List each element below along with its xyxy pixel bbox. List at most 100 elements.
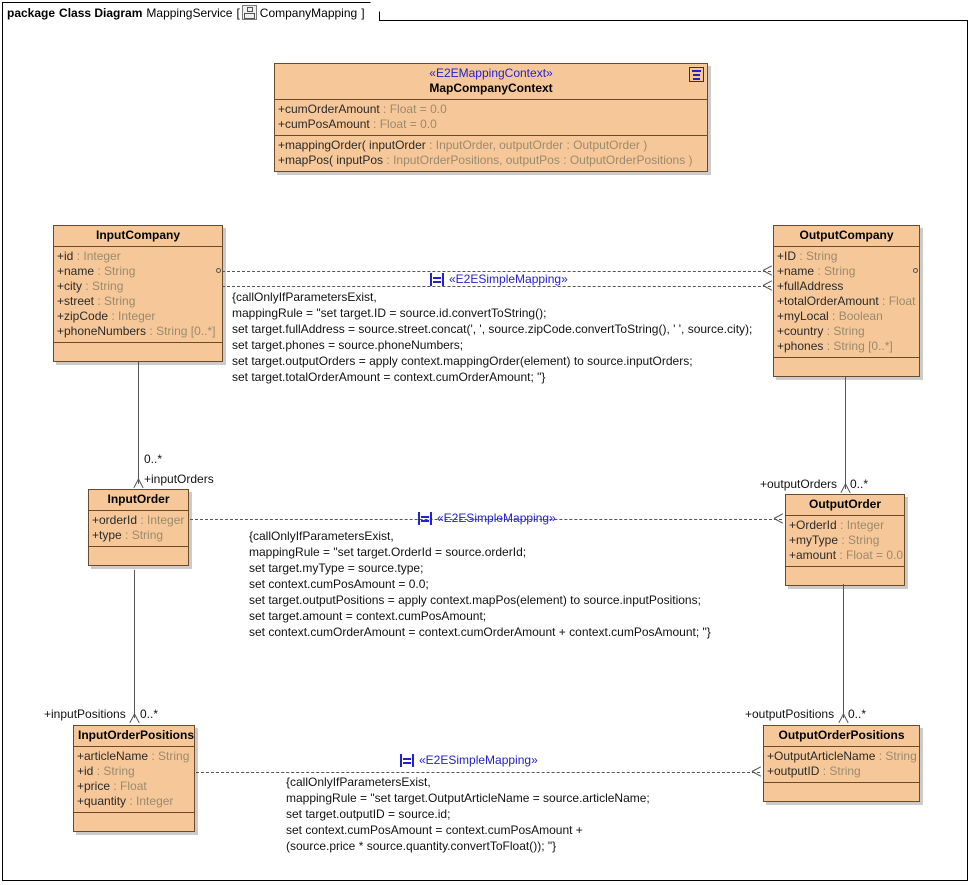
attribute-row: +ID : String [777, 249, 838, 263]
mapping-arrow-company-b [763, 280, 772, 291]
class-name-compartment: OutputOrderPositions [764, 726, 919, 747]
mapping-label-company[interactable]: «E2ESimpleMapping» [430, 272, 568, 286]
note-line: set target.totalOrderAmount = context.cu… [232, 370, 546, 384]
package-bracket-close: ] [361, 5, 365, 20]
assoc-mult-input-orders: 0..* [144, 452, 163, 466]
attribute-row: +OutputArticleName : String [767, 749, 917, 763]
attribute-row: +totalOrderAmount : Float [777, 294, 916, 308]
operation-row: +mappingOrder( inputOrder : InputOrder, … [278, 138, 648, 152]
note-line: mappingRule = "set target.OrderId = sour… [249, 545, 527, 559]
class-name-compartment: «E2EMappingContext» MapCompanyContext [275, 64, 707, 100]
package-header-tab: package Class Diagram MappingService [ C… [2, 2, 380, 21]
class-input-order-positions[interactable]: InputOrderPositions +articleName : Strin… [73, 725, 195, 832]
package-bracket-open: [ [236, 5, 240, 20]
package-name: MappingService [146, 5, 233, 20]
note-line: set context.cumPosAmount = 0.0; [249, 577, 429, 591]
note-line: set target.myType = source.type; [249, 561, 424, 575]
attribute-row: +quantity : Integer [77, 794, 174, 808]
class-name-compartment: OutputOrder [786, 495, 904, 516]
class-output-company[interactable]: OutputCompany +ID : String +name : Strin… [773, 225, 920, 377]
attribute-row: +phoneNumbers : String [0..*] [57, 324, 216, 338]
attribute-row: +type : String [92, 528, 164, 542]
assoc-line-output-positions [843, 584, 844, 718]
mapping-target-anchor [913, 268, 918, 273]
class-title: InputOrder [107, 492, 170, 506]
mapping-arrow-positions [752, 766, 761, 777]
note-line: set context.cumPosAmount = context.cumPo… [286, 823, 583, 837]
mapping-arrow-order [774, 513, 783, 524]
note-line: set target.phones = source.phoneNumbers; [232, 338, 464, 352]
package-qualifier: CompanyMapping [259, 5, 358, 20]
note-line: set target.amount = context.cumPosAmount… [249, 609, 487, 623]
assoc-line-output-orders [845, 377, 846, 489]
operations-compartment: +mappingOrder( inputOrder : InputOrder, … [275, 136, 707, 171]
note-line: {callOnlyIfParametersExist, [232, 290, 377, 304]
attribute-row: +name : String [777, 264, 856, 278]
assoc-role-input-positions: +inputPositions [44, 707, 126, 721]
attribute-row: +zipCode : Integer [57, 309, 156, 323]
class-output-order[interactable]: OutputOrder +OrderId : Integer +myType :… [785, 494, 905, 586]
note-line: set target.outputID = source.id; [286, 807, 451, 821]
attributes-compartment: +OutputArticleName : String +outputID : … [764, 747, 919, 783]
mapping-stereotype: «E2ESimpleMapping» [437, 511, 556, 525]
class-title: OutputOrder [809, 497, 881, 511]
mapping-label-positions[interactable]: «E2ESimpleMapping» [400, 753, 538, 767]
attribute-row: +fullAddress [777, 279, 844, 293]
attribute-row: +street : String [57, 294, 136, 308]
attribute-row: +amount : Float = 0.0 [789, 548, 904, 562]
attribute-row: +cumPosAmount : Float = 0.0 [278, 117, 437, 131]
note-line: set context.cumOrderAmount = context.cum… [249, 625, 711, 639]
mapping-icon [400, 753, 414, 767]
class-input-order[interactable]: InputOrder +orderId : Integer +type : St… [88, 489, 189, 566]
operations-compartment [764, 783, 919, 801]
class-input-company[interactable]: InputCompany +id : Integer +name : Strin… [53, 225, 223, 362]
assoc-role-output-positions: +outputPositions [745, 707, 835, 721]
attribute-row: +city : String [57, 279, 124, 293]
mapping-line-company-a [222, 271, 771, 272]
assoc-arrow-input-positions [129, 714, 140, 723]
assoc-line-input-positions [134, 570, 135, 718]
diagram-icon [241, 5, 257, 20]
attribute-row: +outputID : String [767, 764, 861, 778]
mapping-line-company-b [222, 286, 771, 287]
attribute-row: +country : String [777, 324, 865, 338]
note-line: mappingRule = "set target.ID = source.id… [232, 306, 547, 320]
attribute-row: +phones : String [0..*] [777, 339, 893, 353]
mapping-source-anchor [216, 268, 221, 273]
attribute-row: +id : String [77, 764, 135, 778]
note-line: (source.price * source.quantity.convertT… [286, 839, 557, 853]
attribute-row: +id : Integer [57, 249, 121, 263]
class-name-compartment: OutputCompany [774, 226, 919, 247]
class-stereotype: «E2EMappingContext» [429, 66, 553, 80]
attributes-compartment: +OrderId : Integer +myType : String +amo… [786, 516, 904, 567]
operations-compartment [54, 343, 222, 361]
note-line: mappingRule = "set target.OutputArticleN… [286, 791, 650, 805]
attribute-row: +articleName : String [77, 749, 190, 763]
class-map-company-context[interactable]: «E2EMappingContext» MapCompanyContext +c… [274, 63, 708, 172]
class-output-order-positions[interactable]: OutputOrderPositions +OutputArticleName … [763, 725, 920, 802]
note-line: set target.outputOrders = apply context.… [232, 354, 693, 368]
mapping-note-company: {callOnlyIfParametersExist, mappingRule … [232, 289, 752, 385]
operations-compartment [74, 813, 194, 831]
mapping-line-positions [196, 772, 760, 773]
attributes-compartment: +ID : String +name : String +fullAddress… [774, 247, 919, 358]
attributes-compartment: +orderId : Integer +type : String [89, 511, 188, 547]
assoc-mult-input-positions: 0..* [140, 707, 159, 721]
attributes-compartment: +cumOrderAmount : Float = 0.0 +cumPosAmo… [275, 100, 707, 136]
attribute-row: +myType : String [789, 533, 880, 547]
operation-row: +mapPos( inputPos : InputOrderPositions,… [278, 153, 693, 167]
package-kind: Class Diagram [59, 5, 143, 20]
mapping-label-order[interactable]: «E2ESimpleMapping» [418, 511, 556, 525]
assoc-mult-output-positions: 0..* [848, 707, 867, 721]
class-title: InputCompany [96, 228, 180, 242]
note-line: set target.fullAddress = source.street.c… [232, 322, 753, 336]
class-title: MapCompanyContext [429, 81, 553, 95]
mapping-stereotype: «E2ESimpleMapping» [419, 753, 538, 767]
attributes-compartment: +articleName : String +id : String +pric… [74, 747, 194, 813]
class-name-compartment: InputOrder [89, 490, 188, 511]
note-line: {callOnlyIfParametersExist, [286, 775, 431, 789]
assoc-role-output-orders: +outputOrders [760, 477, 838, 491]
attribute-row: +name : String [57, 264, 136, 278]
attribute-row: +cumOrderAmount : Float = 0.0 [278, 102, 447, 116]
